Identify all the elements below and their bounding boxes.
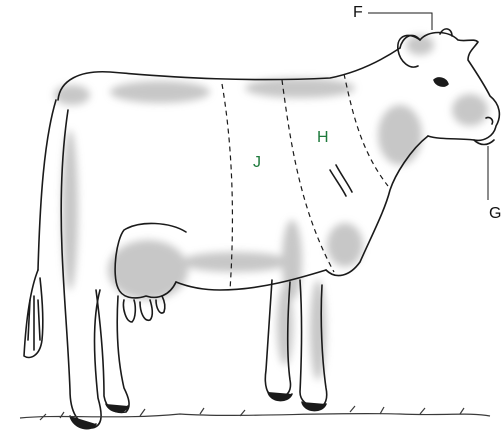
label-h: H (317, 130, 329, 146)
label-g: G (489, 206, 501, 222)
label-j: J (253, 155, 261, 171)
shading (54, 35, 488, 380)
pointer-line-f (368, 13, 432, 30)
ground (20, 406, 490, 420)
label-f: F (353, 5, 363, 21)
